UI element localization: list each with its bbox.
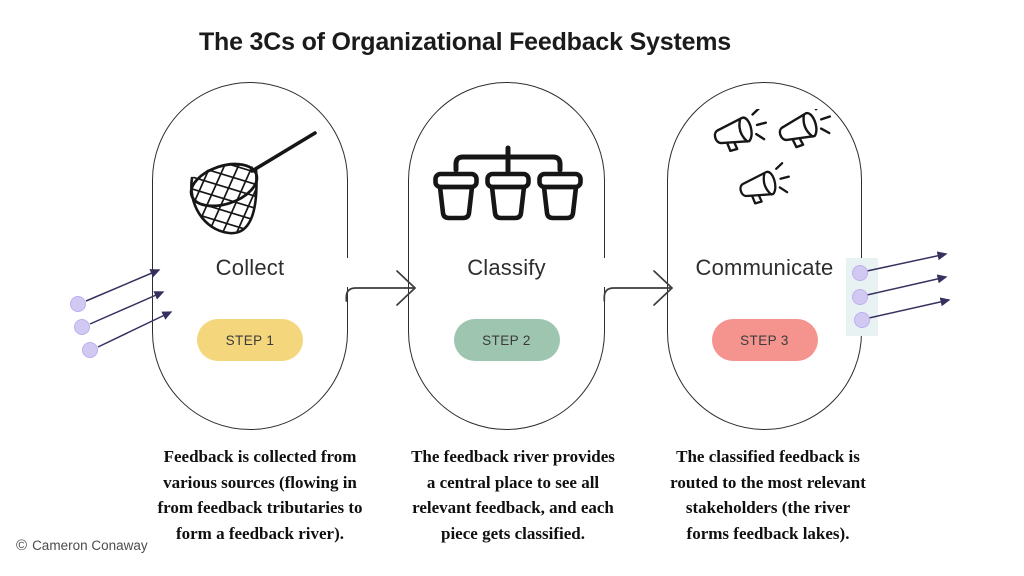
copyright-icon: ©	[16, 537, 28, 554]
description-line: form a feedback river).	[175, 523, 345, 543]
step-description-classify: The feedback river provides a central pl…	[398, 444, 628, 546]
description-line: a central place to see all	[426, 472, 600, 492]
description-line: The feedback river provides	[411, 447, 615, 466]
description-line: routed to the most relevant	[670, 472, 866, 492]
connector-arrow-2	[603, 270, 674, 306]
step-label-communicate: Communicate	[695, 255, 834, 280]
step-capsule-collect: Collect STEP 1	[152, 82, 348, 430]
copyright-text: Cameron Conaway	[32, 538, 148, 553]
description-line: The classified feedback is	[676, 447, 860, 466]
step-description-communicate: The classified feedback is routed to the…	[658, 444, 878, 546]
description-line: stakeholders (the river	[685, 498, 851, 517]
page-title: The 3Cs of Organizational Feedback Syste…	[198, 28, 732, 56]
copyright-notice: © Cameron Conaway	[16, 538, 148, 553]
step-badge-2: STEP 2	[453, 319, 560, 361]
step-badge-1: STEP 1	[197, 319, 303, 361]
step-capsule-classify: Classify STEP 2	[408, 82, 605, 430]
description-line: from feedback tributaries to	[157, 498, 363, 517]
step-description-collect: Feedback is collected from various sourc…	[140, 444, 380, 546]
megaphones-icon	[713, 109, 831, 205]
description-line: forms feedback lakes).	[686, 523, 850, 543]
step-capsule-communicate: Communicate STEP 3	[667, 82, 862, 430]
step-label-collect: Collect	[215, 255, 285, 280]
description-line: relevant feedback, and each	[412, 498, 614, 517]
step-badge-3: STEP 3	[711, 319, 818, 361]
buckets-hierarchy-icon	[433, 145, 583, 221]
net-icon	[189, 131, 317, 235]
connector-arrow-1	[345, 270, 417, 306]
description-line: piece gets classified.	[441, 523, 585, 543]
description-line: Feedback is collected from	[163, 447, 357, 466]
step-label-classify: Classify	[467, 255, 546, 280]
description-line: various sources (flowing in	[163, 472, 357, 492]
